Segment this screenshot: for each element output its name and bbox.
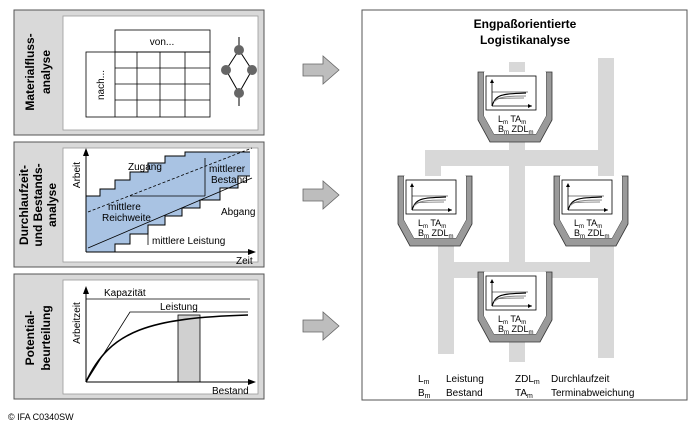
label-kapazitaet: Kapazität bbox=[104, 288, 146, 299]
potential-panel: Potential- beurteilung Arbeitzeit Bestan… bbox=[13, 273, 265, 400]
legend-bestand: Bestand bbox=[446, 388, 483, 399]
funnel-kpi-label: Lm TAm bbox=[574, 218, 602, 230]
matrix-col-header: von... bbox=[150, 37, 174, 48]
throughput-xlabel: Zeit bbox=[236, 256, 253, 267]
zugang-curve bbox=[86, 151, 250, 197]
copyright: © IFA C0340SW bbox=[8, 412, 74, 422]
svg-text:Bm: Bm bbox=[418, 388, 431, 400]
label-reichweite-2: Reichweite bbox=[102, 213, 151, 224]
legend-durchlaufzeit: Durchlaufzeit bbox=[551, 374, 610, 385]
funnel-kpi-label: Bm ZDLm bbox=[418, 228, 454, 240]
arrow-right-icon bbox=[302, 180, 340, 210]
arrow-icons bbox=[302, 55, 340, 341]
label-abgang: Abgang bbox=[221, 207, 255, 218]
label-bestand-1: mittlerer bbox=[209, 164, 246, 175]
material-matrix bbox=[85, 29, 211, 118]
material-title-2: analyse bbox=[39, 50, 53, 94]
material-panel: Materialfluss- analyse von... nach... bbox=[13, 9, 265, 136]
material-title-1: Materialfluss- bbox=[23, 33, 37, 110]
svg-text:ZDLm: ZDLm bbox=[515, 374, 540, 386]
throughput-ylabel: Arbeit bbox=[72, 162, 83, 188]
leistung-curve bbox=[85, 314, 249, 383]
matrix-row-header: nach... bbox=[96, 70, 107, 100]
funnel-kpi-label: Lm TAm bbox=[498, 314, 526, 326]
svg-text:TAm: TAm bbox=[515, 388, 533, 400]
logistics-panel: Engpaßorientierte Logistikanalyse Lm TAm… bbox=[361, 9, 688, 401]
label-bestand-2: Bestand bbox=[211, 175, 248, 186]
legend-terminabweichung: Terminabweichung bbox=[551, 388, 634, 399]
potential-title-1: Potential- bbox=[23, 311, 37, 366]
funnel-kpi-label: Lm TAm bbox=[498, 114, 526, 126]
throughput-title-3: analyse bbox=[45, 183, 59, 227]
label-leistung: mittlere Leistung bbox=[152, 236, 225, 247]
throughput-title-1: Durchlaufzeit- bbox=[17, 165, 31, 245]
throughput-panel: Durchlaufzeit- und Bestands- analyse Arb… bbox=[13, 141, 265, 268]
potential-ylabel: Arbeitzeit bbox=[72, 302, 83, 344]
label-potential-leistung: Leistung bbox=[160, 302, 198, 313]
svg-text:Lm: Lm bbox=[418, 374, 430, 386]
legend-leistung: Leistung bbox=[446, 374, 484, 385]
legend: Lm Leistung Bm Bestand ZDLm Durchlaufzei… bbox=[418, 374, 634, 400]
arrow-right-icon bbox=[302, 311, 340, 341]
funnel-kpi-label: Bm ZDLm bbox=[498, 324, 534, 336]
throughput-title-2: und Bestands- bbox=[31, 163, 45, 246]
potential-title-2: beurteilung bbox=[39, 305, 53, 370]
logistics-title-1: Engpaßorientierte bbox=[474, 17, 577, 31]
funnel-kpi-label: Bm ZDLm bbox=[574, 228, 610, 240]
funnel-kpi-label: Lm TAm bbox=[418, 218, 446, 230]
logistics-title-2: Logistikanalyse bbox=[480, 33, 570, 47]
operating-range-bar bbox=[177, 314, 201, 383]
label-zugang: Zugang bbox=[128, 162, 162, 173]
abgang-curve bbox=[86, 175, 250, 253]
arrow-right-icon bbox=[302, 55, 340, 85]
inventory-band bbox=[86, 152, 250, 252]
potential-xlabel: Bestand bbox=[212, 386, 249, 397]
label-reichweite-1: mittlere bbox=[108, 202, 141, 213]
funnel-kpi-label: Bm ZDLm bbox=[498, 124, 534, 136]
flow-network-icon bbox=[221, 37, 257, 106]
